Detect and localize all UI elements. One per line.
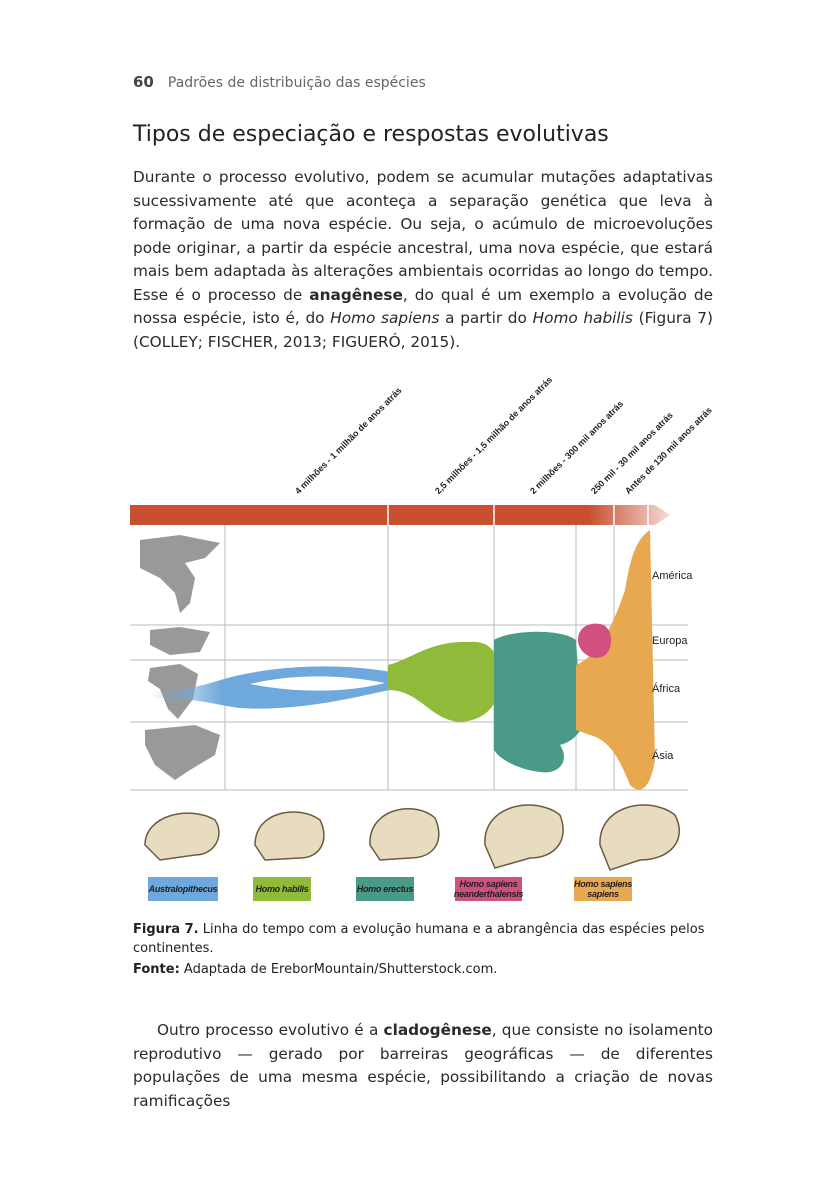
continent-label: Europa: [652, 635, 688, 647]
continent-label: África: [652, 683, 681, 695]
paragraph: Outro processo evolutivo é a cladogênese…: [133, 1021, 713, 1110]
skulls: [144, 804, 680, 871]
species-label: Homo erectus: [356, 877, 414, 901]
timeline-arrow: [130, 505, 670, 525]
human-evolution-figure: [130, 505, 688, 871]
continent-label: América: [652, 570, 693, 582]
figure-source: Fonte: Adaptada de EreborMountain/Shutte…: [133, 962, 498, 977]
continent-maps: [140, 535, 220, 780]
species-label: Homo sapiens neanderthalensis: [453, 877, 524, 901]
species-label: Australopithecus: [148, 877, 218, 901]
running-header: 60 Padrões de distribuição das espécies: [133, 73, 426, 91]
paragraph: Durante o processo evolutivo, podem se a…: [133, 168, 713, 351]
figure-caption: Figura 7. Linha do tempo com a evolução …: [133, 922, 705, 956]
homo-habilis-range: [388, 641, 500, 722]
homo-sapiens-sapiens-range: [576, 530, 655, 790]
section-title: Tipos de especiação e respostas evolutiv…: [133, 122, 609, 147]
species-label: Homo habilis: [253, 877, 311, 901]
continent-label: Ásia: [652, 750, 674, 762]
species-label: Homo sapiens sapiens: [574, 877, 632, 901]
chapter-title: Padrões de distribuição das espécies: [167, 75, 426, 91]
page-number: 60: [133, 73, 154, 91]
homo-erectus-range: [494, 631, 584, 773]
neanderthal-range: [578, 623, 612, 658]
